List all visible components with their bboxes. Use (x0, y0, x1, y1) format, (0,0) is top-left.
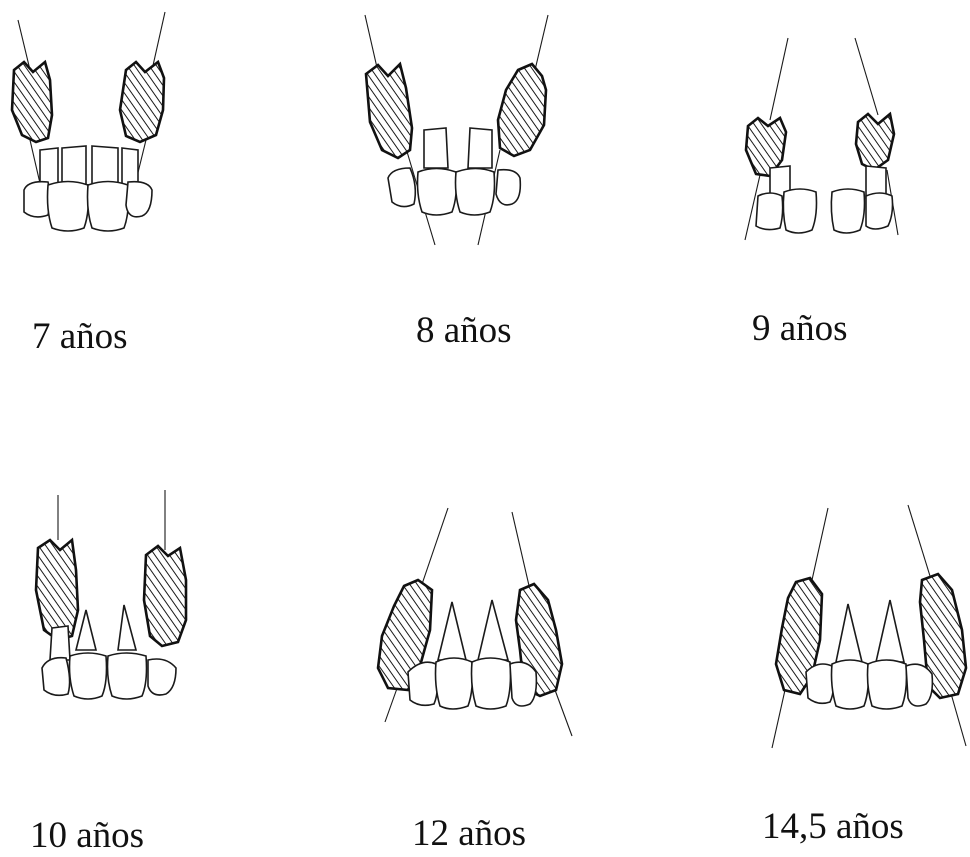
right-canine-germ (120, 62, 164, 142)
panel-10-anos (36, 490, 186, 699)
left-canine-germ (366, 64, 412, 158)
left-canine-germ (12, 62, 52, 142)
age-label-7: 7 años (32, 318, 128, 355)
left-canine-germ (36, 540, 78, 640)
right-canine-germ (856, 114, 894, 170)
panel-9-anos (745, 38, 898, 240)
panel-14-5-anos (772, 505, 966, 748)
panel-8-anos (365, 15, 548, 245)
age-label-10: 10 años (30, 817, 144, 854)
age-label-8: 8 años (416, 312, 512, 349)
age-label-9: 9 años (752, 310, 848, 347)
right-canine-germ (144, 546, 186, 646)
age-label-12: 12 años (412, 815, 526, 852)
age-label-14-5: 14,5 años (762, 808, 904, 845)
right-canine-germ (498, 64, 546, 156)
panel-7-anos (12, 12, 165, 231)
panel-12-anos (378, 508, 572, 736)
